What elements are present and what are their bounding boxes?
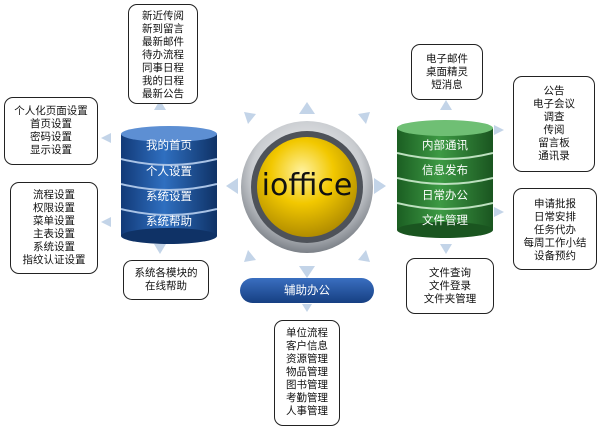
list-item[interactable]: 电子会议 [533, 98, 575, 110]
arrow-stack-up2-icon [440, 100, 452, 110]
list-item[interactable]: 最新公告 [142, 88, 184, 100]
list-item[interactable]: 单位流程 [286, 327, 328, 339]
center-gold-disc [257, 137, 357, 237]
list-item[interactable]: 个人化页面设置 [14, 105, 88, 117]
list-item[interactable]: 公告 [543, 85, 565, 97]
bubble-publish-list: 公告 电子会议 调查 传阅 留言板 通讯录 [514, 85, 594, 163]
bubble-personal: 个人化页面设置 首页设置 密码设置 显示设置 [4, 97, 98, 165]
list-item[interactable]: 桌面精灵 [426, 66, 468, 78]
list-item[interactable]: 文件夹管理 [423, 293, 477, 305]
left-stack: 我的首页 个人设置 系统设置 系统帮助 [121, 126, 217, 244]
left-stack-item-1[interactable]: 我的首页 [146, 138, 192, 152]
left-stack-item-3[interactable]: 系统设置 [146, 189, 192, 203]
arrow-left-icon [226, 178, 238, 194]
list-item[interactable]: 设备预约 [534, 250, 576, 262]
list-item[interactable]: 资源管理 [286, 353, 328, 365]
list-item[interactable]: 通讯录 [538, 150, 570, 162]
list-item[interactable]: 文件查询 [429, 267, 471, 279]
arrow-down-left-icon [244, 250, 256, 262]
arrow-stack-up-icon [154, 100, 166, 110]
list-item[interactable]: 新到留言 [142, 23, 184, 35]
bubble-publish: 公告 电子会议 调查 传阅 留言板 通讯录 [513, 76, 595, 172]
left-stack-shape [121, 126, 217, 244]
list-item[interactable]: 人事管理 [286, 405, 328, 417]
bubble-aux-list: 单位流程 客户信息 资源管理 物品管理 图书管理 考勤管理 人事管理 [275, 327, 339, 418]
list-item[interactable]: 流程设置 [33, 189, 75, 201]
list-item[interactable]: 指纹认证设置 [22, 254, 86, 266]
aux-office-pill[interactable]: 辅助办公 [240, 278, 374, 303]
list-item[interactable]: 密码设置 [30, 131, 72, 143]
bubble-system: 流程设置 权限设置 菜单设置 主表设置 系统设置 指纹认证设置 [10, 182, 98, 274]
right-stack: 内部通讯 信息发布 日常办公 文件管理 [397, 120, 493, 238]
list-item[interactable]: 新近传阅 [142, 10, 184, 22]
list-item[interactable]: 每周工作小结 [523, 237, 587, 249]
list-item[interactable]: 申请批报 [534, 198, 576, 210]
list-item[interactable]: 文件登录 [429, 280, 471, 292]
list-item[interactable]: 任务代办 [534, 224, 576, 236]
list-item[interactable]: 图书管理 [286, 379, 328, 391]
list-item[interactable]: 待办流程 [142, 49, 184, 61]
list-item[interactable]: 客户信息 [286, 340, 328, 352]
bubble-latest-list: 新近传阅 新到留言 最新邮件 待办流程 同事日程 我的日程 最新公告 [129, 10, 197, 101]
left-stack-item-4[interactable]: 系统帮助 [146, 214, 192, 228]
bubble-daily-list: 申请批报 日常安排 任务代办 每周工作小结 设备预约 [514, 198, 596, 263]
list-item[interactable]: 物品管理 [286, 366, 328, 378]
arrow-stack-right-icon [494, 125, 504, 135]
right-stack-item-1[interactable]: 内部通讯 [422, 138, 468, 152]
arrow-up-icon [299, 102, 315, 114]
arrow-down-right-icon [358, 250, 370, 262]
aux-office-label: 辅助办公 [284, 283, 330, 297]
center-title[interactable]: ioffice [261, 168, 353, 203]
bubble-messaging: 电子邮件 桌面精灵 短消息 [411, 44, 483, 100]
list-item[interactable]: 系统设置 [33, 241, 75, 253]
arrow-stack-left2-icon [101, 217, 111, 227]
list-item[interactable]: 留言板 [538, 137, 570, 149]
right-stack-item-4[interactable]: 文件管理 [422, 213, 468, 227]
list-item[interactable]: 最新邮件 [142, 36, 184, 48]
bubble-files-list: 文件查询 文件登录 文件夹管理 [407, 267, 493, 306]
list-item[interactable]: 考勤管理 [286, 392, 328, 404]
right-stack-item-3[interactable]: 日常办公 [422, 188, 468, 202]
arrow-stack-down2-icon [440, 244, 452, 254]
list-item[interactable]: 在线帮助 [145, 280, 187, 292]
list-item[interactable]: 首页设置 [30, 118, 72, 130]
arrow-stack-right2-icon [494, 207, 504, 217]
list-item[interactable]: 短消息 [431, 79, 463, 91]
list-item[interactable]: 调查 [543, 111, 565, 123]
list-item[interactable]: 传阅 [543, 124, 565, 136]
arrow-stack-down-icon [154, 244, 166, 254]
list-item[interactable]: 电子邮件 [426, 53, 468, 65]
bubble-aux: 单位流程 客户信息 资源管理 物品管理 图书管理 考勤管理 人事管理 [274, 320, 340, 426]
left-stack-item-2[interactable]: 个人设置 [146, 164, 192, 178]
bubble-daily: 申请批报 日常安排 任务代办 每周工作小结 设备预约 [513, 188, 597, 270]
arrow-right-icon [374, 178, 386, 194]
bubble-system-list: 流程设置 权限设置 菜单设置 主表设置 系统设置 指纹认证设置 [11, 189, 97, 267]
list-item[interactable]: 显示设置 [30, 144, 72, 156]
bubble-files: 文件查询 文件登录 文件夹管理 [406, 258, 494, 314]
list-item[interactable]: 我的日程 [142, 75, 184, 87]
bubble-latest: 新近传阅 新到留言 最新邮件 待办流程 同事日程 我的日程 最新公告 [128, 4, 198, 104]
arrow-aux-down-icon [302, 304, 312, 312]
list-item[interactable]: 同事日程 [142, 62, 184, 74]
list-item[interactable]: 菜单设置 [33, 215, 75, 227]
bubble-help: 系统各模块的 在线帮助 [123, 260, 209, 300]
list-item[interactable]: 系统各模块的 [134, 267, 198, 279]
right-stack-item-2[interactable]: 信息发布 [422, 163, 468, 177]
arrow-up-right-icon [358, 112, 370, 124]
arrow-up-left-icon [244, 112, 256, 124]
bubble-personal-list: 个人化页面设置 首页设置 密码设置 显示设置 [5, 105, 97, 157]
arrow-stack-left-icon [101, 133, 111, 143]
list-item[interactable]: 日常安排 [534, 211, 576, 223]
arrow-down-icon [299, 266, 315, 278]
bubble-help-list: 系统各模块的 在线帮助 [124, 267, 208, 293]
list-item[interactable]: 主表设置 [33, 228, 75, 240]
center-title-box: ioffice [257, 168, 357, 208]
list-item[interactable]: 权限设置 [33, 202, 75, 214]
arrow-group [101, 100, 504, 312]
bubble-messaging-list: 电子邮件 桌面精灵 短消息 [412, 53, 482, 92]
right-stack-shape [397, 120, 493, 238]
